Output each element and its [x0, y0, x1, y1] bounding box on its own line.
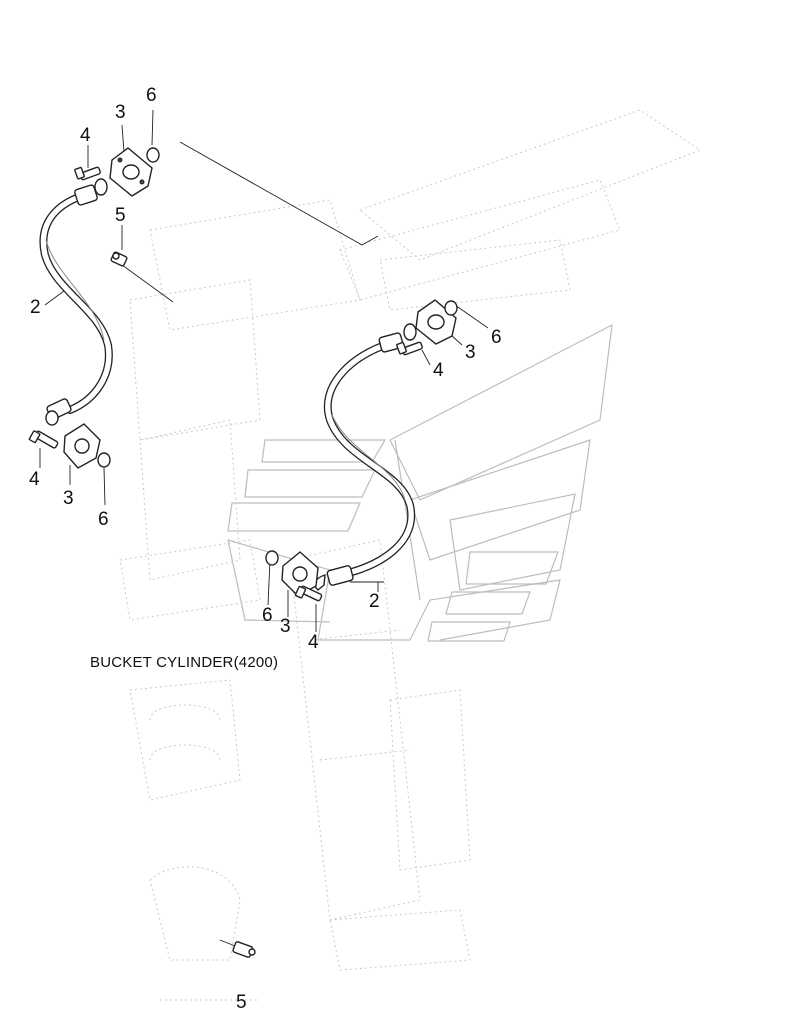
right-lower-flange: [281, 551, 319, 597]
callout-2-left: 2: [30, 297, 41, 318]
callout-6-top: 6: [146, 85, 157, 106]
callout-4-right: 4: [433, 360, 444, 381]
top-o-ring: [146, 147, 160, 163]
callout-4-left: 4: [29, 469, 40, 490]
callout-3-bottom: 3: [280, 616, 291, 637]
right-upper-bolt: [396, 341, 423, 356]
callout-4-bottom: 4: [308, 632, 319, 653]
left-hose-assembly: [39, 178, 113, 426]
right-upper-o-ring: [444, 300, 458, 316]
left-lower-bolt: [28, 430, 59, 449]
top-grease-fitting: [110, 251, 128, 267]
bottom-grease-fitting: [232, 941, 256, 958]
callout-6-right: 6: [491, 327, 502, 348]
diagram-caption: BUCKET CYLINDER(4200): [90, 654, 279, 671]
callout-6-bottom: 6: [262, 605, 273, 626]
background-cab-outline: [227, 323, 613, 642]
callout-6-left: 6: [98, 509, 109, 530]
top-left-bolt: [74, 166, 101, 181]
callout-5-bottom: 5: [236, 992, 247, 1013]
callout-3-right: 3: [465, 342, 476, 363]
callout-3-top: 3: [115, 102, 126, 123]
background-machine-outline: [119, 109, 702, 1001]
callout-2-right: 2: [369, 591, 380, 612]
right-lower-bolt: [294, 585, 323, 602]
callout-5-top: 5: [115, 205, 126, 226]
top-left-flange: [109, 147, 153, 197]
right-hose-assembly: [314, 323, 417, 591]
callout-3-left: 3: [63, 488, 74, 509]
right-lower-o-ring: [265, 550, 279, 566]
left-lower-o-ring: [97, 452, 111, 468]
callout-4-top: 4: [80, 125, 91, 146]
left-lower-flange: [63, 423, 101, 469]
